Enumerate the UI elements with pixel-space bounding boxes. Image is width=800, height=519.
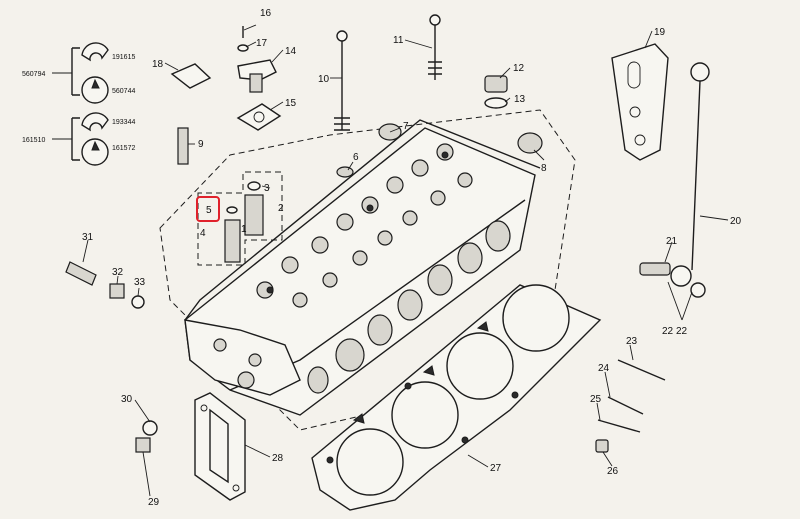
callout-18: 18 xyxy=(152,59,164,70)
callout-10: 10 xyxy=(318,74,330,85)
valve-group-boundary xyxy=(197,171,283,266)
callout-5: 5 xyxy=(206,205,212,216)
callout-21: 21 xyxy=(666,236,678,247)
part-number-560744: 560744 xyxy=(112,88,135,95)
callout-24: 24 xyxy=(598,363,610,374)
callout-29: 29 xyxy=(148,497,160,508)
callout-15: 15 xyxy=(285,98,297,109)
part-number-191615: 191615 xyxy=(112,54,135,61)
callout-14: 14 xyxy=(285,46,297,57)
callout-16: 16 xyxy=(260,8,272,19)
head-gasket xyxy=(311,284,602,511)
callout-13: 13 xyxy=(514,94,526,105)
callout-7: 7 xyxy=(403,121,409,132)
callout-20: 20 xyxy=(730,216,742,227)
callout-3: 3 xyxy=(264,183,270,194)
callout-26: 26 xyxy=(607,466,619,477)
callout-27: 27 xyxy=(490,463,502,474)
manifold-gasket xyxy=(194,392,246,501)
part-number-161510: 161510 xyxy=(22,137,45,144)
callout-32: 32 xyxy=(112,267,124,278)
callout-6: 6 xyxy=(353,152,359,163)
callout-4: 4 xyxy=(200,228,206,239)
callout-31: 31 xyxy=(82,232,94,243)
callout-25: 25 xyxy=(590,394,602,405)
callout-9: 9 xyxy=(198,139,204,150)
callout-22-right: 22 xyxy=(676,326,688,337)
part-number-193344: 193344 xyxy=(112,119,135,126)
callout-30: 30 xyxy=(121,394,133,405)
callout-11: 11 xyxy=(393,35,404,46)
callout-33: 33 xyxy=(134,277,146,288)
leader-lines xyxy=(82,24,729,497)
callout-17: 17 xyxy=(256,38,268,49)
studs xyxy=(595,359,666,453)
lifting-bracket xyxy=(611,43,669,161)
throttle-rod xyxy=(639,62,710,298)
callout-2: 2 xyxy=(278,203,284,214)
callout-22-left: 22 xyxy=(662,326,674,337)
highlight-box xyxy=(196,196,220,222)
part-number-560794: 560794 xyxy=(22,71,45,78)
callout-12: 12 xyxy=(513,63,525,74)
callout-1: 1 xyxy=(241,224,247,235)
callout-23: 23 xyxy=(626,336,638,347)
part-number-161572: 161572 xyxy=(112,145,135,152)
callout-labels: 16 17 14 15 18 10 11 12 13 19 20 21 22 2… xyxy=(82,8,742,508)
sealing-ring-variants xyxy=(71,42,109,166)
callout-19: 19 xyxy=(654,27,666,38)
assembly-boundary xyxy=(159,109,576,431)
push-rods xyxy=(334,14,442,131)
callout-28: 28 xyxy=(272,453,284,464)
part-number-labels: 191615 560794 560744 193344 161510 16157… xyxy=(22,54,135,152)
cylinder-head xyxy=(184,119,541,416)
callout-8: 8 xyxy=(541,163,547,174)
